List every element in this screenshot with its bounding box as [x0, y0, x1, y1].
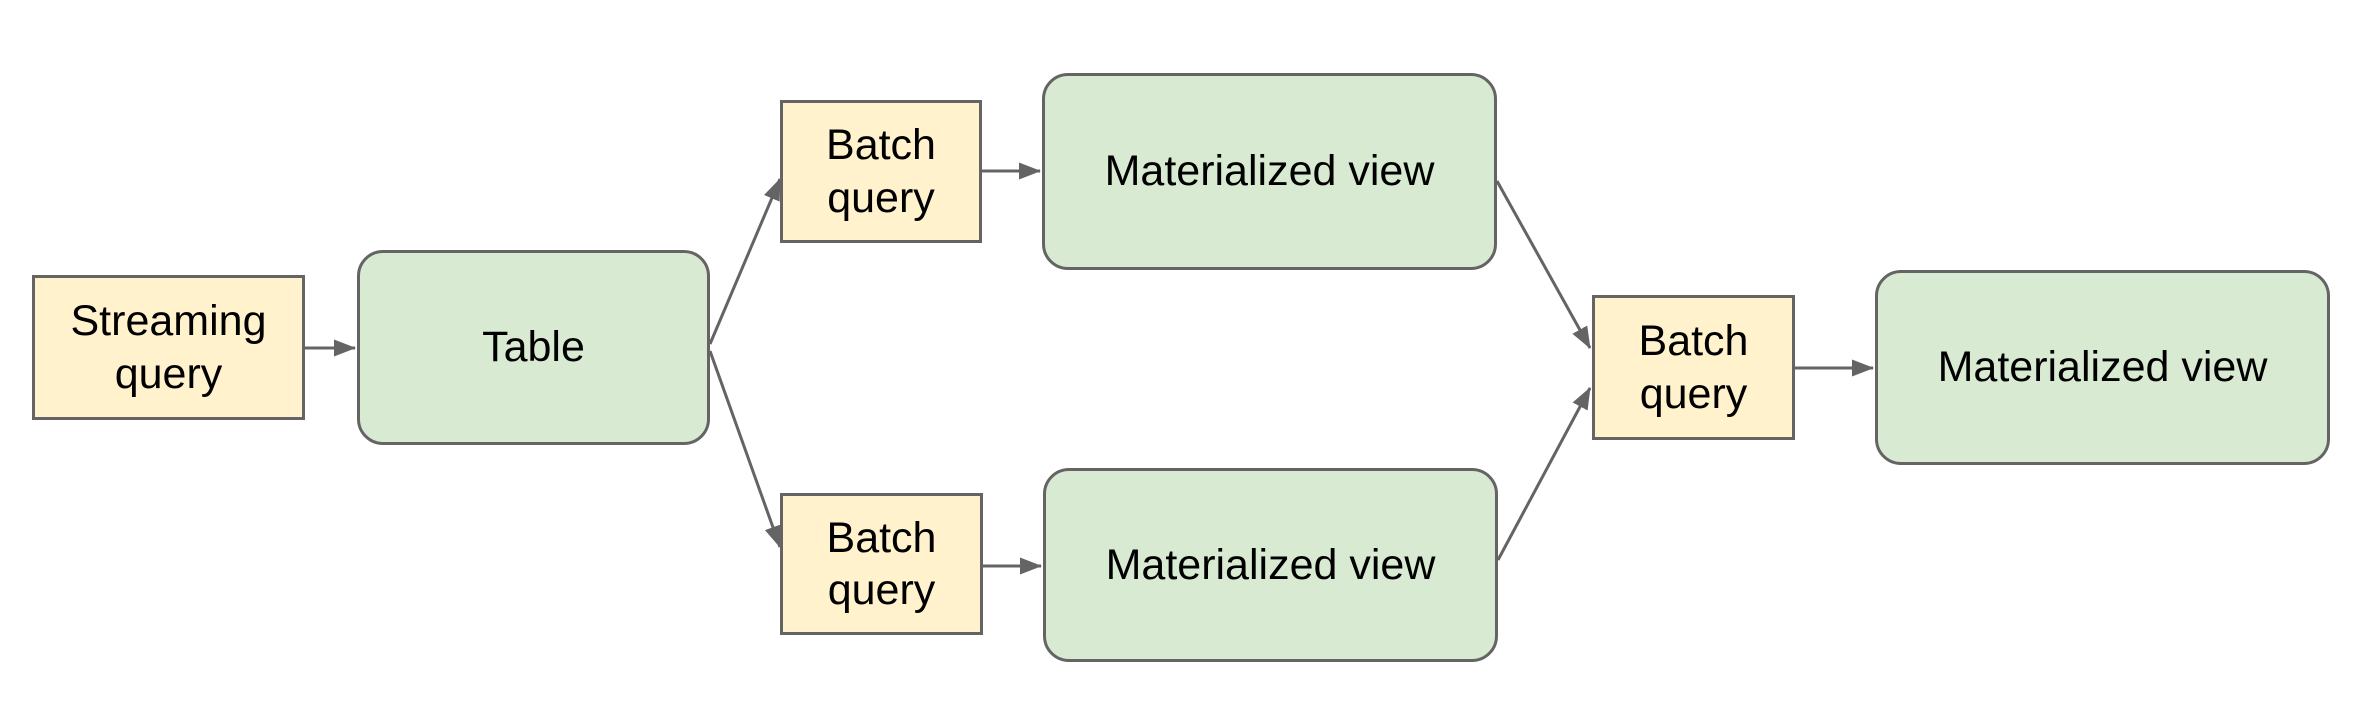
node-label-materialized-view-bottom: Materialized view [1105, 540, 1436, 589]
node-label-batch-query-bottom: Batch query [826, 513, 937, 614]
edge-materialized-view-bottom-to-batch-query-right [1496, 387, 1592, 561]
node-label-table: Table [482, 323, 585, 372]
edge-table-to-batch-query-bottom [708, 350, 782, 548]
node-table: Table [357, 250, 710, 445]
node-batch-query-top: Batch query [780, 100, 982, 243]
node-label-materialized-view-right: Materialized view [1937, 343, 2268, 392]
node-batch-query-right: Batch query [1592, 295, 1795, 440]
node-label-streaming-query: Streaming query [70, 297, 267, 398]
edge-materialized-view-top-to-batch-query-right [1495, 180, 1592, 349]
node-label-batch-query-right: Batch query [1638, 317, 1749, 418]
node-label-materialized-view-top: Materialized view [1104, 147, 1435, 196]
node-streaming-query: Streaming query [32, 275, 305, 420]
node-materialized-view-top: Materialized view [1042, 73, 1497, 270]
node-label-batch-query-top: Batch query [826, 121, 936, 222]
node-materialized-view-right: Materialized view [1875, 270, 2330, 465]
node-batch-query-bottom: Batch query [780, 493, 983, 635]
edge-table-to-batch-query-top [708, 178, 782, 345]
node-materialized-view-bottom: Materialized view [1043, 468, 1498, 662]
